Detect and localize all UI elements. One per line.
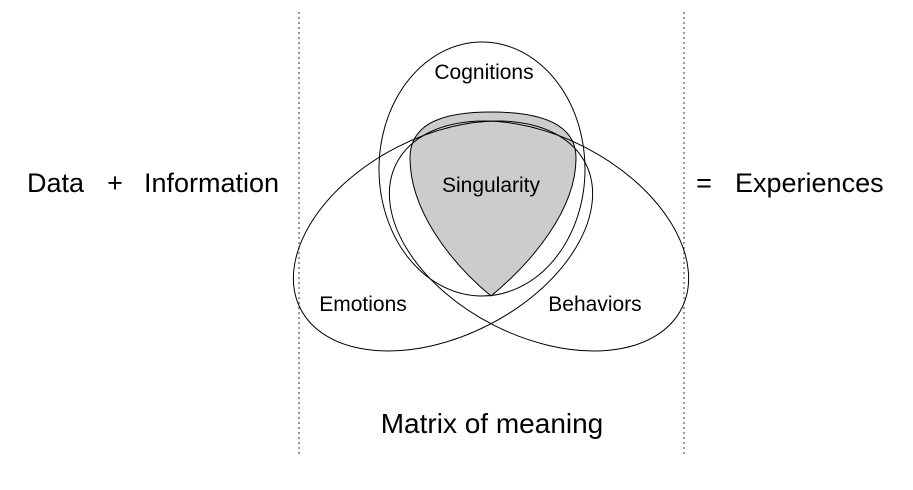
cognitions-circle bbox=[378, 41, 586, 297]
equals-operator: = bbox=[696, 168, 712, 198]
behaviors-label: Behaviors bbox=[548, 293, 641, 316]
emotions-label: Emotions bbox=[319, 293, 407, 316]
plus-operator: + bbox=[107, 168, 123, 198]
data-term: Data bbox=[27, 168, 85, 198]
singularity-label: Singularity bbox=[442, 174, 541, 197]
behaviors-circle bbox=[388, 120, 690, 352]
cognitions-label: Cognitions bbox=[434, 61, 533, 84]
matrix-caption: Matrix of meaning bbox=[381, 408, 604, 439]
emotions-circle bbox=[292, 120, 594, 352]
information-term: Information bbox=[144, 168, 279, 198]
experiences-result: Experiences bbox=[735, 168, 884, 198]
singularity-region bbox=[409, 111, 577, 297]
